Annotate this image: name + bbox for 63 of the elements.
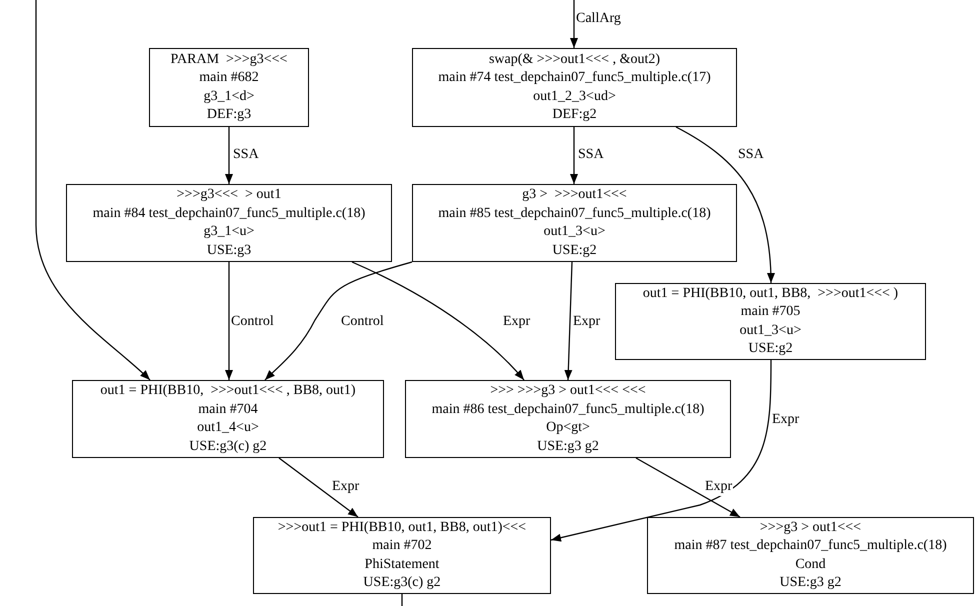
node-text: swap(& >>>out1<<< , &out2) xyxy=(488,50,660,68)
node-text: main #85 test_depchain07_func5_multiple.c(18) xyxy=(438,204,711,222)
node-text: USE:g3 g2 xyxy=(537,438,599,456)
node-text: USE:g2 xyxy=(552,242,597,260)
node-text: out1_3<u> xyxy=(544,223,606,241)
edge-label: Expr xyxy=(331,478,360,496)
edge-label: Expr xyxy=(704,478,734,496)
arrow xyxy=(264,261,412,380)
statement-box xyxy=(412,184,737,262)
edge-label: Expr xyxy=(502,313,532,331)
node-text: USE:g2 xyxy=(748,340,793,358)
arrow xyxy=(225,127,233,184)
node-text: out1 = PHI(BB10, out1, BB8, >>>out1<<< ) xyxy=(642,284,898,302)
node-text: main #682 xyxy=(199,69,259,87)
node-text: g3_1<d> xyxy=(204,88,254,106)
node-text: >>>g3<<< > out1 xyxy=(176,186,282,204)
node-text: g3 > >>>out1<<< xyxy=(522,186,627,204)
statement-box xyxy=(253,517,551,594)
node-text: Cond xyxy=(795,556,826,574)
arrow xyxy=(550,360,772,542)
node-text: main #87 test_depchain07_func5_multiple.c(18) xyxy=(674,537,947,555)
edge-label: Expr xyxy=(771,411,800,429)
statement-box xyxy=(66,184,392,262)
arrow xyxy=(564,262,573,380)
arrow xyxy=(570,127,578,184)
statement-box xyxy=(405,380,731,458)
statement-box xyxy=(615,283,926,360)
node-text: USE:g3 g2 xyxy=(780,574,842,592)
statement-box xyxy=(412,48,737,127)
node-text: main #84 test_depchain07_func5_multiple.c(18) xyxy=(92,204,366,222)
node-text: out1_4<u> xyxy=(197,419,259,437)
node-text: out1_3<u> xyxy=(740,322,802,340)
node-text: PhiStatement xyxy=(364,556,440,574)
node-text: >>>g3 > out1<<< xyxy=(760,518,862,536)
node-text: >>>out1 = PHI(BB10, out1, BB8, out1)<<< xyxy=(278,518,526,536)
node-text: main #704 xyxy=(198,400,258,418)
arrow xyxy=(278,458,358,518)
edge-label: Expr xyxy=(572,313,602,331)
node-text: g3_1<u> xyxy=(204,223,254,241)
arrow xyxy=(676,126,775,284)
node-text: main #705 xyxy=(740,303,800,321)
node-text: out1_2_3<ud> xyxy=(533,88,616,106)
arrow xyxy=(352,261,524,380)
node-text: Op<gt> xyxy=(546,419,590,437)
arrow xyxy=(636,457,740,518)
node-text: main #86 test_depchain07_func5_multiple.c(18) xyxy=(432,400,704,418)
node-text: main #702 xyxy=(372,537,432,555)
node-text: main #74 test_depchain07_func5_multiple.c(17) xyxy=(438,69,711,87)
node-text: USE:g3(c) g2 xyxy=(363,574,441,592)
node-text: DEF:g3 xyxy=(206,106,252,124)
node-text: out1 = PHI(BB10, >>>out1<<< , BB8, out1) xyxy=(100,382,356,400)
node-text: PARAM >>>g3<<< xyxy=(170,50,288,68)
statement-box xyxy=(72,380,384,458)
node-text: DEF:g2 xyxy=(552,106,597,124)
arrow xyxy=(225,262,233,380)
arrow xyxy=(570,0,578,48)
node-text: USE:g3 xyxy=(206,242,252,260)
node-text: >>> >>>g3 > out1<<< <<< xyxy=(490,382,646,400)
statement-box xyxy=(149,48,309,127)
node-text: USE:g3(c) g2 xyxy=(189,438,267,456)
arrow xyxy=(35,0,150,380)
statement-box xyxy=(647,517,974,594)
edge-label: CallArg xyxy=(575,10,622,28)
